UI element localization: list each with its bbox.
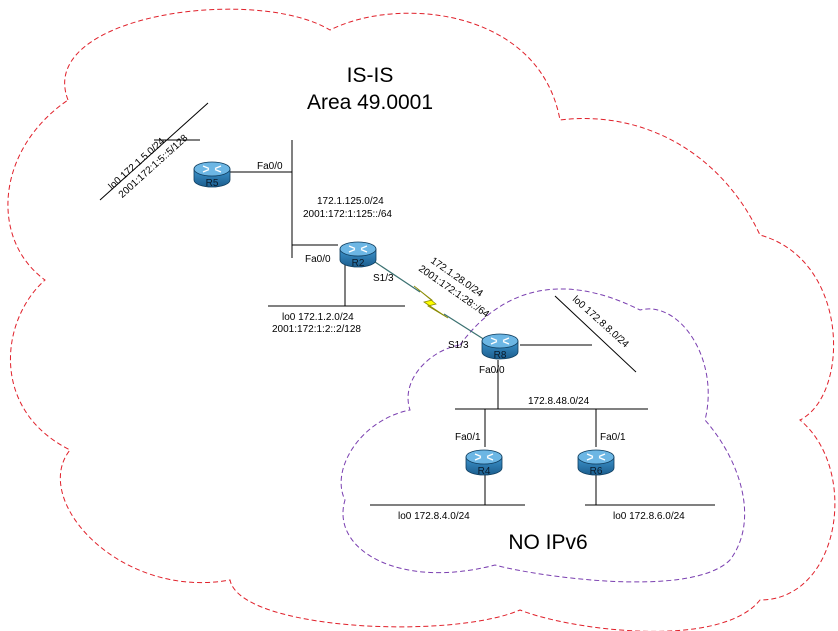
r4-fa01-label: Fa0/1	[455, 432, 481, 443]
router-r5[interactable]: R5	[193, 161, 231, 189]
router-r4-label: R4	[478, 466, 491, 477]
lan-125-ipv6: 2001:172:1:125::/64	[303, 209, 392, 220]
no-ipv6-title: NO IPv6	[508, 531, 587, 554]
router-r2-label: R2	[352, 258, 365, 269]
r6-loopback-ipv4: lo0 172.8.6.0/24	[613, 511, 685, 522]
r2-loopback-ipv4: lo0 172.1.2.0/24	[282, 312, 354, 323]
r8-fa00-label: Fa0/0	[479, 365, 505, 376]
no-ipv6-area-cloud	[340, 288, 746, 583]
router-r8[interactable]: R8	[481, 333, 519, 361]
lan-48-label: 172.8.48.0/24	[528, 396, 590, 407]
router-r8-label: R8	[494, 350, 507, 361]
serial-link-r2-r8	[371, 259, 486, 341]
r8-loopback-ipv4: lo0 172.8.8.0/24	[570, 294, 631, 350]
r6-fa01-label: Fa0/1	[600, 432, 626, 443]
r2-s13-label: S1/3	[373, 273, 394, 284]
r8-s13-label: S1/3	[448, 340, 469, 351]
router-r4[interactable]: R4	[465, 449, 503, 477]
r8-loopback-segment	[554, 295, 637, 373]
lan-125-ipv4: 172.1.125.0/24	[317, 196, 384, 207]
isis-area-cloud	[7, 8, 836, 631]
router-r6-label: R6	[590, 466, 603, 477]
r5-loopback-segment	[99, 102, 209, 201]
router-r2[interactable]: R2	[339, 241, 377, 269]
r2-fa00-label: Fa0/0	[305, 254, 331, 265]
isis-area-id: Area 49.0001	[307, 91, 433, 114]
r2-loopback-ipv6: 2001:172:1:2::2/128	[272, 324, 361, 335]
router-r6[interactable]: R6	[577, 449, 615, 477]
isis-title: IS-IS	[347, 64, 394, 87]
r4-loopback-ipv4: lo0 172.8.4.0/24	[398, 511, 470, 522]
router-r5-label: R5	[206, 178, 219, 189]
r5-fa00-label: Fa0/0	[257, 161, 283, 172]
